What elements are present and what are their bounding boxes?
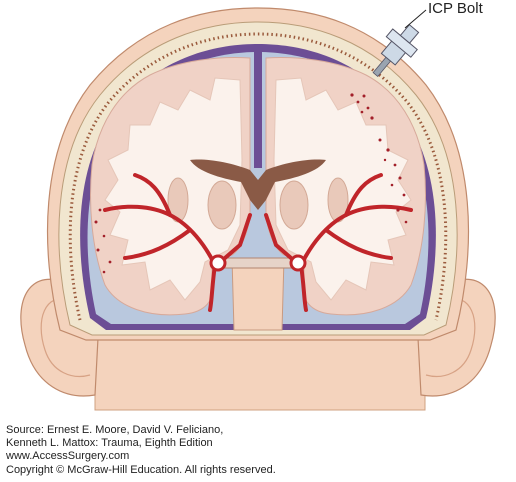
right-carotid bbox=[289, 254, 307, 272]
skull-diploe bbox=[68, 32, 448, 321]
left-deep-nuclei bbox=[207, 180, 237, 230]
credit-line-website: www.AccessSurgery.com bbox=[6, 450, 130, 463]
brainstem bbox=[231, 257, 285, 331]
icp-bolt-label: ICP Bolt bbox=[428, 0, 483, 17]
circle-of-willis-bar bbox=[219, 257, 297, 269]
contusion-hemorrhages bbox=[94, 93, 408, 274]
left-carotid bbox=[209, 254, 227, 272]
source-credits: Source: Ernest E. Moore, David V. Felici… bbox=[6, 424, 276, 477]
falx-cerebri bbox=[254, 48, 262, 168]
credit-line-source: Source: Ernest E. Moore, David V. Felici… bbox=[6, 424, 224, 436]
icp-bolt bbox=[372, 23, 420, 78]
credit-line-copyright: Copyright © McGraw-Hill Education. All r… bbox=[6, 463, 276, 476]
callout-leader-line bbox=[404, 9, 427, 29]
credit-line-book: Kenneth L. Mattox: Trauma, Eighth Editio… bbox=[6, 437, 213, 450]
right-deep-nuclei bbox=[279, 180, 309, 230]
cerebral-arteries bbox=[103, 173, 413, 312]
lateral-ventricles bbox=[190, 159, 326, 210]
